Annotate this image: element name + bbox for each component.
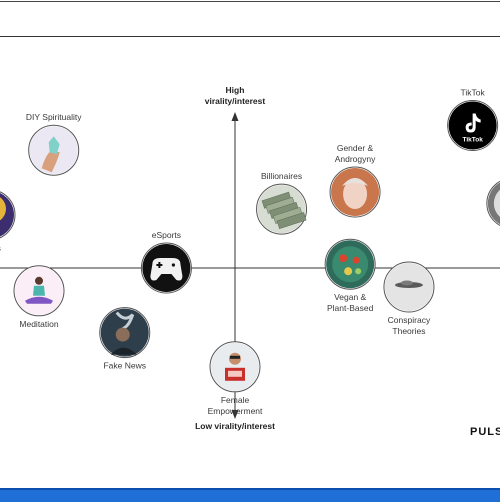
point-woman-with-sign bbox=[209, 341, 261, 393]
point-label: Gender & bbox=[337, 143, 374, 153]
svg-text:TikTok: TikTok bbox=[462, 137, 483, 144]
point-label: Plant-Based bbox=[327, 303, 374, 313]
point-label: Vegan & bbox=[334, 292, 366, 302]
bottom-blue-bar bbox=[0, 488, 500, 502]
point-label: TikTok bbox=[461, 88, 486, 98]
point-game-controller bbox=[140, 242, 192, 294]
point-label: delics bbox=[0, 243, 1, 253]
point-partial-circle bbox=[486, 180, 500, 226]
point-androgynous-face bbox=[329, 166, 381, 218]
points-layer: TikTok bbox=[0, 100, 500, 393]
y-high-label-0: High bbox=[226, 85, 245, 95]
point-label: Empowerment bbox=[208, 406, 263, 416]
point-label: Fake News bbox=[103, 361, 146, 371]
point-label: Theories bbox=[392, 326, 425, 336]
point-smoking-man bbox=[99, 307, 151, 359]
labels-layer: DIY Spirituality delicsMeditation eSportsF… bbox=[0, 88, 486, 416]
point-tiktok-logo: TikTok bbox=[447, 100, 499, 151]
brand-text: PULS bbox=[470, 426, 500, 438]
y-high-label-1: virality/interest bbox=[205, 96, 266, 106]
point-crystal-hand bbox=[28, 124, 80, 176]
point-meditating-person bbox=[13, 265, 65, 317]
point-label: DIY Spirituality bbox=[26, 112, 82, 122]
point-vegetable-bowl bbox=[324, 238, 376, 290]
point-money-stack bbox=[256, 183, 308, 235]
top-border bbox=[0, 1, 500, 2]
y-axis-arrow-down bbox=[231, 410, 239, 419]
point-label: Androgyny bbox=[335, 154, 376, 164]
point-psychedelic-art bbox=[0, 191, 16, 239]
point-ufo bbox=[383, 261, 435, 313]
top-panel bbox=[0, 0, 500, 37]
point-label: eSports bbox=[152, 230, 181, 240]
y-axis-arrow-up bbox=[231, 112, 239, 121]
point-label: Meditation bbox=[19, 319, 58, 329]
point-label: Female bbox=[221, 395, 250, 405]
y-low-label: Low virality/interest bbox=[195, 421, 275, 431]
point-label: Billionaires bbox=[261, 171, 302, 181]
point-label: Conspiracy bbox=[388, 315, 431, 325]
